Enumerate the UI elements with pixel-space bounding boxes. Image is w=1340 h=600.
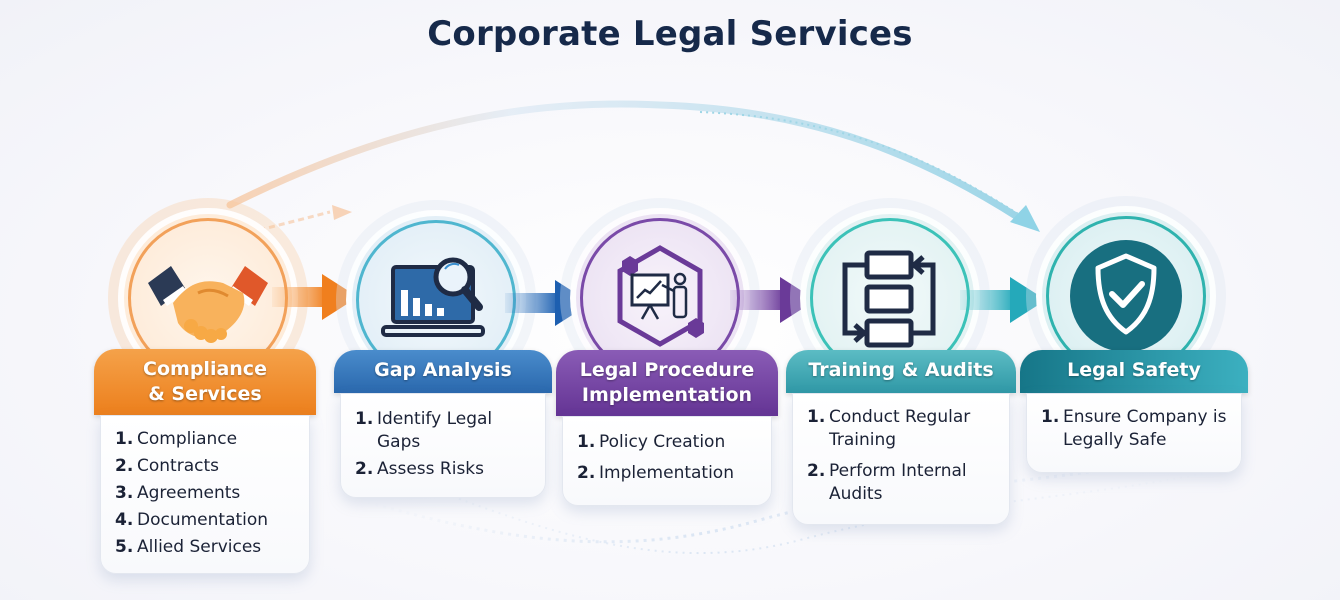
list-item: 2.Contracts <box>115 456 219 476</box>
list-item: 2.Implementation <box>577 463 734 483</box>
step-card-training: Training & Audits 1.Conduct Regular Trai… <box>786 350 1016 525</box>
list-item: 3.Agreements <box>115 483 241 503</box>
laptop-magnifier-icon <box>381 257 485 337</box>
flow-arrow-3 <box>730 277 816 323</box>
shield-check-icon <box>1070 240 1182 352</box>
step-list-procedure: 1.Policy Creation 2.Implementation <box>562 416 772 506</box>
step-card-gap-analysis: Gap Analysis 1.Identify Legal Gaps 2.Ass… <box>334 350 552 498</box>
arc-arrowhead <box>1010 205 1040 232</box>
presentation-icon <box>617 245 704 347</box>
step-compliance-badge <box>118 208 298 388</box>
handshake-icon <box>148 266 268 343</box>
step-heading-gap-analysis: Gap Analysis <box>334 350 552 393</box>
list-item: 5.Allied Services <box>115 537 262 557</box>
list-item: 2.Assess Risks <box>355 459 485 479</box>
flow-arrow-4 <box>960 277 1046 323</box>
list-item: 1.Ensure Company is Legally Safe <box>1041 407 1227 450</box>
list-item: 1.Identify Legal Gaps <box>355 409 493 452</box>
step-list-training: 1.Conduct Regular Training 2.Perform Int… <box>792 393 1010 525</box>
step-heading-procedure: Legal Procedure Implementation <box>556 350 778 416</box>
list-item: 1.Policy Creation <box>577 432 726 452</box>
page-title: Corporate Legal Services <box>427 14 913 54</box>
step-list-gap-analysis: 1.Identify Legal Gaps 2.Assess Risks <box>340 393 546 498</box>
list-item: 4.Documentation <box>115 510 269 530</box>
list-item: 1.Compliance <box>115 429 238 449</box>
list-item: 2.Perform Internal Audits <box>807 461 967 504</box>
step-heading-compliance: Compliance & Services <box>94 349 316 415</box>
step-card-safety: Legal Safety 1.Ensure Company is Legally… <box>1020 350 1248 473</box>
step-list-compliance: 1.Compliance 2.Contracts 3.Agreements 4.… <box>100 415 310 574</box>
step-list-safety: 1.Ensure Company is Legally Safe <box>1026 393 1242 473</box>
step-card-procedure: Legal Procedure Implementation 1.Policy … <box>556 350 778 506</box>
list-item: 1.Conduct Regular Training <box>807 407 971 450</box>
flow-arrow-1 <box>272 274 358 320</box>
step-heading-training: Training & Audits <box>786 350 1016 393</box>
step-heading-safety: Legal Safety <box>1020 350 1248 393</box>
process-cycle-icon <box>842 250 936 348</box>
step-card-compliance: Compliance & Services 1.Compliance 2.Con… <box>94 349 316 574</box>
overarching-arc-arrow <box>226 100 1034 229</box>
